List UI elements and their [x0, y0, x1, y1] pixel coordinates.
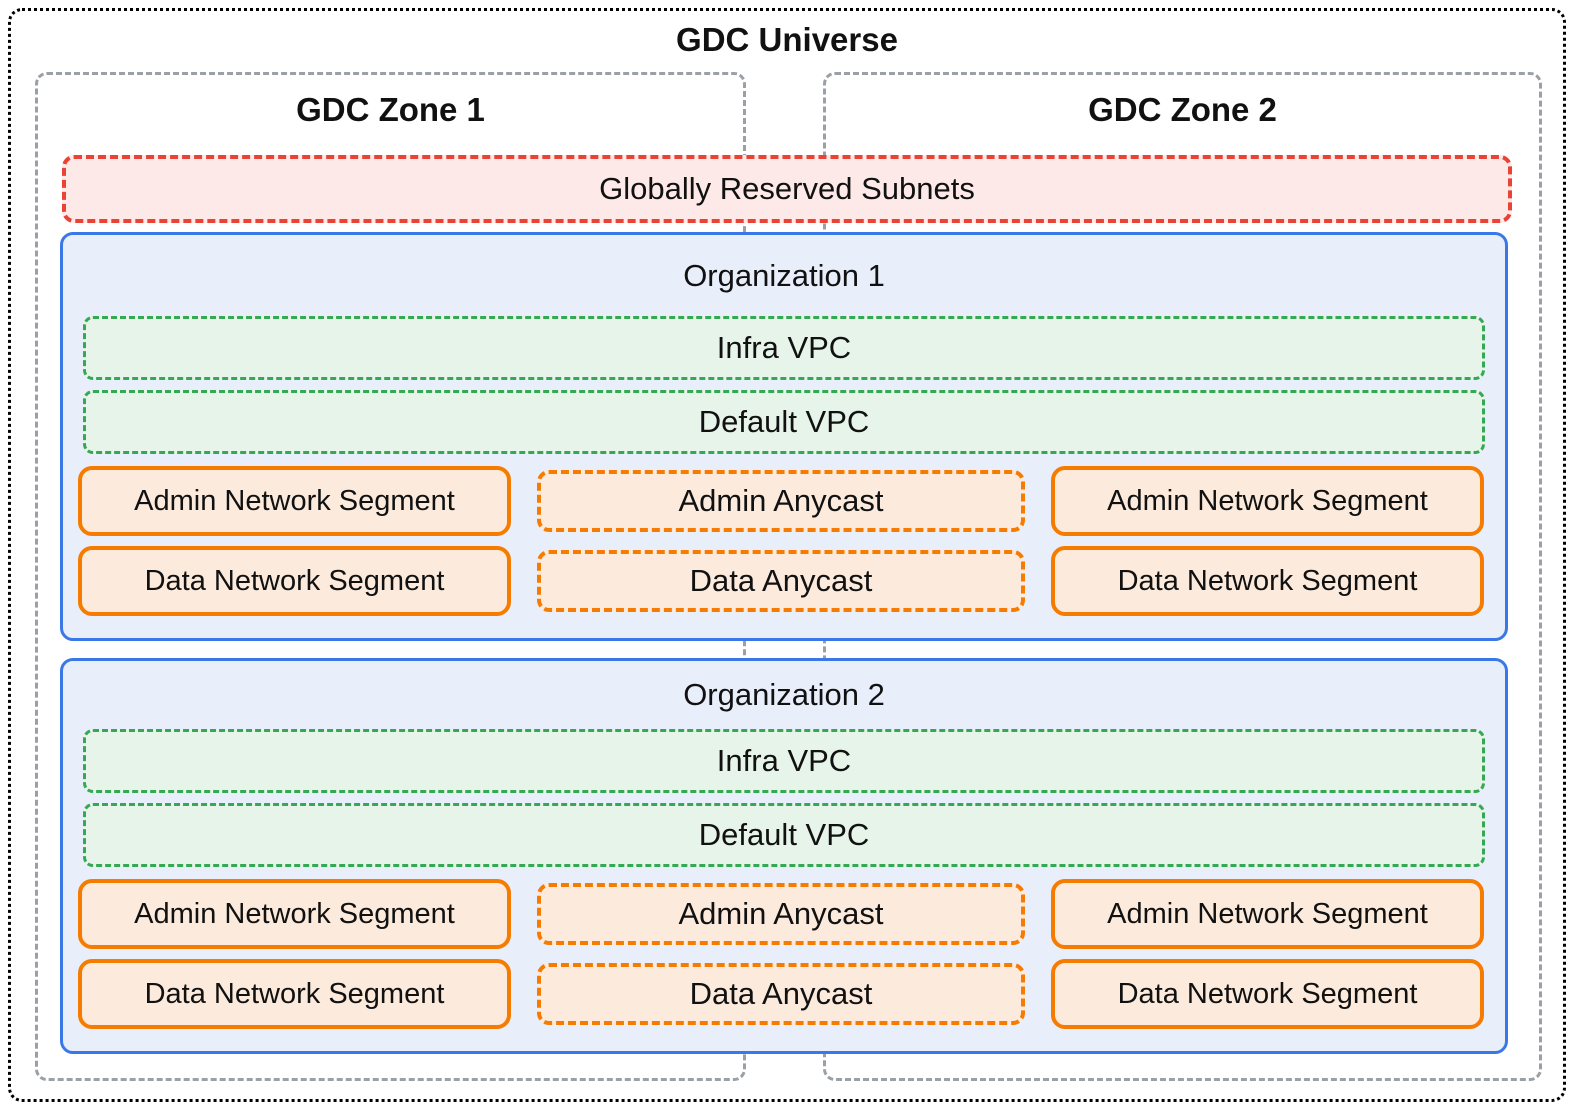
org2-zone2-admin-network-segment: Admin Network Segment: [1051, 879, 1484, 949]
org1-admin-row: Admin Network Segment Admin Anycast Admi…: [63, 466, 1505, 536]
organization-1-title: Organization 1: [683, 257, 885, 293]
org1-data-anycast-box: Data Anycast: [537, 550, 1025, 612]
org1-default-vpc-box: Default VPC: [83, 390, 1485, 454]
org2-default-vpc-box: Default VPC: [83, 803, 1485, 867]
org1-zone1-admin-network-segment: Admin Network Segment: [78, 466, 511, 536]
org1-zone2-data-network-segment: Data Network Segment: [1051, 546, 1484, 616]
gdc-zone-1-title: GDC Zone 1: [296, 91, 485, 128]
org2-infra-vpc-box: Infra VPC: [83, 729, 1485, 793]
globally-reserved-subnets-box: Globally Reserved Subnets: [62, 155, 1512, 223]
org2-data-anycast-box: Data Anycast: [537, 963, 1025, 1025]
org1-data-row: Data Network Segment Data Anycast Data N…: [63, 546, 1505, 616]
org1-zone2-admin-network-segment: Admin Network Segment: [1051, 466, 1484, 536]
org2-admin-row: Admin Network Segment Admin Anycast Admi…: [63, 879, 1505, 949]
gdc-universe-box: GDC Universe: [8, 8, 1566, 1102]
org2-data-row: Data Network Segment Data Anycast Data N…: [63, 959, 1505, 1029]
org2-zone2-data-network-segment: Data Network Segment: [1051, 959, 1484, 1029]
org2-zone1-data-network-segment: Data Network Segment: [78, 959, 511, 1029]
org1-admin-anycast-box: Admin Anycast: [537, 470, 1025, 532]
organization-1-box: Organization 1 Infra VPC Default VPC Adm…: [60, 232, 1508, 641]
universe-title: GDC Universe: [676, 21, 898, 58]
org1-infra-vpc-box: Infra VPC: [83, 316, 1485, 380]
gdc-zone-2-title: GDC Zone 2: [1088, 91, 1277, 128]
org2-zone1-admin-network-segment: Admin Network Segment: [78, 879, 511, 949]
organization-2-title: Organization 2: [683, 677, 885, 712]
organization-2-box: Organization 2 Infra VPC Default VPC Adm…: [60, 658, 1508, 1054]
org1-zone1-data-network-segment: Data Network Segment: [78, 546, 511, 616]
org2-admin-anycast-box: Admin Anycast: [537, 883, 1025, 945]
